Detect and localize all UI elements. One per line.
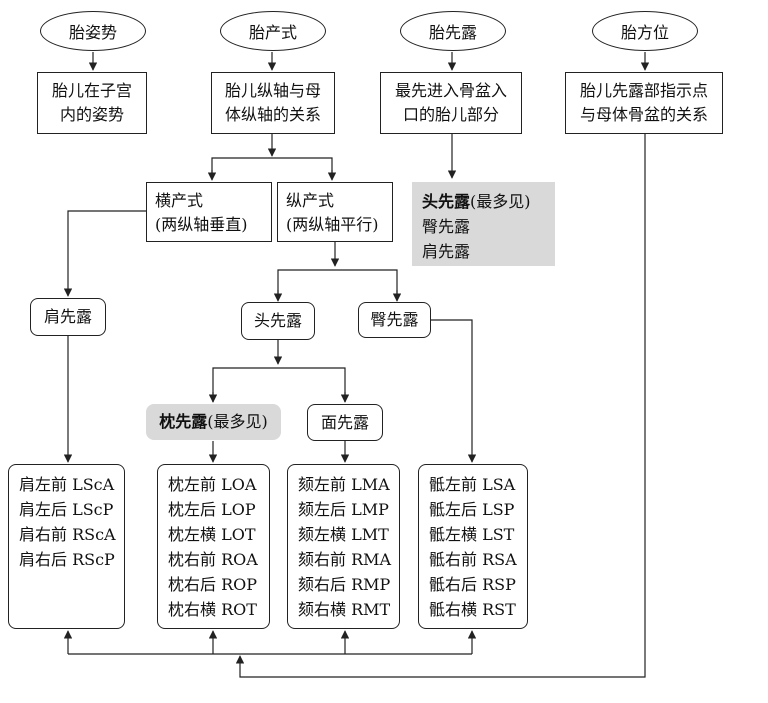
position-item: 骶右后 RSP xyxy=(429,575,516,594)
longitudinal-lie-name: 纵产式 xyxy=(286,191,335,210)
text-line: 胎儿纵轴与母 xyxy=(224,81,321,100)
head-presentation-box: 头先露 xyxy=(241,302,315,340)
position-item: 骶左后 LSP xyxy=(429,500,515,519)
position-item: 肩左后 LScP xyxy=(19,500,114,519)
oval-label: 胎先露 xyxy=(428,23,477,42)
vertex-presentation-box: 枕先露(最多见) xyxy=(146,404,281,440)
box-label: 臀先露 xyxy=(370,310,419,329)
longitudinal-lie-note: (两纵轴平行) xyxy=(286,215,379,234)
box-label: 肩先露 xyxy=(43,307,92,326)
position-item: 枕左后 LOP xyxy=(168,500,256,519)
position-item: 骶右前 RSA xyxy=(429,550,517,569)
shoulder-presentation-item: 肩先露 xyxy=(422,242,471,261)
box-label: 头先露 xyxy=(253,311,302,330)
text-line: 内的姿势 xyxy=(59,105,124,124)
position-item: 颏左前 LMA xyxy=(298,475,390,494)
sacrum-positions-list: 骶左前 LSA 骶左后 LSP 骶左横 LST 骶右前 RSA 骶右后 RSP … xyxy=(418,464,528,629)
text-line: 胎儿在子宫 xyxy=(51,81,132,100)
position-item: 颏右前 RMA xyxy=(298,550,392,569)
position-item: 颏左后 LMP xyxy=(298,500,389,519)
oval-fetal-lie: 胎产式 xyxy=(220,11,326,51)
transverse-lie-box: 横产式 (两纵轴垂直) xyxy=(146,182,272,242)
position-item: 骶右横 RST xyxy=(429,600,516,619)
presentation-types-list: 头先露(最多见) 臀先露 肩先露 xyxy=(412,182,555,266)
most-common-note: (最多见) xyxy=(207,412,268,431)
breech-presentation-box: 臀先露 xyxy=(358,302,431,338)
transverse-lie-name: 横产式 xyxy=(155,191,204,210)
text-line: 胎儿先露部指示点 xyxy=(579,81,708,100)
definition-lie: 胎儿纵轴与母体纵轴的关系 xyxy=(211,72,335,134)
occiput-positions-list: 枕左前 LOA 枕左后 LOP 枕左横 LOT 枕右前 ROA 枕右后 ROP … xyxy=(157,464,270,629)
position-item: 骶左前 LSA xyxy=(429,475,516,494)
text-line: 与母体骨盆的关系 xyxy=(579,105,708,124)
face-presentation-box: 面先露 xyxy=(307,404,383,441)
position-item: 肩右前 RScA xyxy=(19,525,116,544)
position-item: 肩右后 RScP xyxy=(19,550,115,569)
oval-fetal-posture: 胎姿势 xyxy=(40,11,146,51)
position-item: 枕右前 ROA xyxy=(168,550,258,569)
text-line: 最先进入骨盆入 xyxy=(394,81,507,100)
definition-posture: 胎儿在子宫内的姿势 xyxy=(37,72,147,134)
position-item: 枕右后 ROP xyxy=(168,575,258,594)
position-item: 枕左横 LOT xyxy=(168,525,256,544)
head-presentation-item: 头先露(最多见) xyxy=(422,189,555,214)
position-item: 肩左前 LScA xyxy=(19,475,115,494)
position-item: 枕左前 LOA xyxy=(168,475,257,494)
oval-label: 胎姿势 xyxy=(68,23,117,42)
position-item: 颏左横 LMT xyxy=(298,525,389,544)
oval-label: 胎方位 xyxy=(620,23,669,42)
shoulder-positions-list: 肩左前 LScA 肩左后 LScP 肩右前 RScA 肩右后 RScP xyxy=(8,464,125,629)
definition-presentation: 最先进入骨盆入口的胎儿部分 xyxy=(380,72,522,134)
position-item: 枕右横 ROT xyxy=(168,600,257,619)
text-line: 体纵轴的关系 xyxy=(224,105,321,124)
mentum-positions-list: 颏左前 LMA 颏左后 LMP 颏左横 LMT 颏右前 RMA 颏右后 RMP … xyxy=(287,464,400,629)
oval-fetal-presentation: 胎先露 xyxy=(400,11,506,51)
position-item: 骶左横 LST xyxy=(429,525,515,544)
transverse-lie-note: (两纵轴垂直) xyxy=(155,215,248,234)
head-presentation-label: 头先露 xyxy=(422,192,471,211)
oval-fetal-position: 胎方位 xyxy=(592,11,698,51)
vertex-label: 枕先露 xyxy=(159,412,208,431)
position-item: 颏右后 RMP xyxy=(298,575,391,594)
position-item: 颏右横 RMT xyxy=(298,600,391,619)
vertex-label-wrap: 枕先露(最多见) xyxy=(159,410,268,434)
longitudinal-lie-box: 纵产式 (两纵轴平行) xyxy=(277,182,393,242)
oval-label: 胎产式 xyxy=(248,23,297,42)
box-label: 面先露 xyxy=(320,412,369,432)
shoulder-presentation-box: 肩先露 xyxy=(30,298,106,336)
breech-presentation-item: 臀先露 xyxy=(422,217,471,236)
definition-position: 胎儿先露部指示点与母体骨盆的关系 xyxy=(565,72,723,134)
most-common-note: (最多见) xyxy=(470,192,531,211)
text-line: 口的胎儿部分 xyxy=(402,105,499,124)
